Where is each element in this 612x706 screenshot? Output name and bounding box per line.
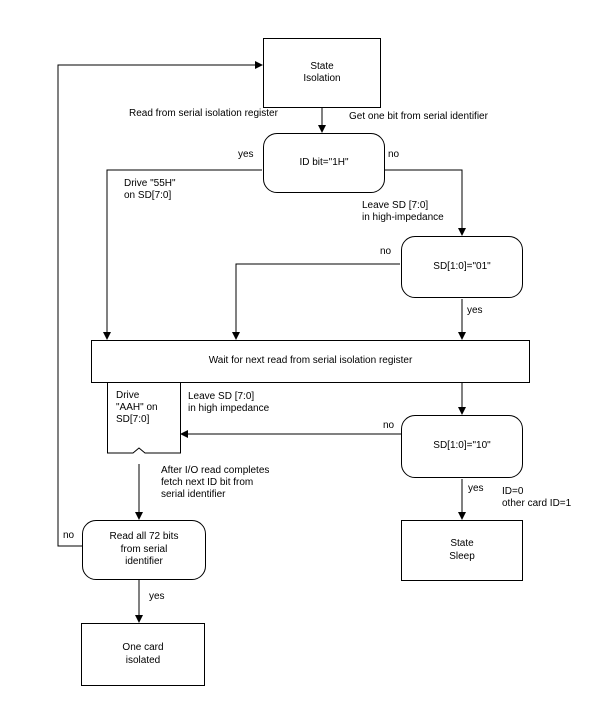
one-card-isolated-box: One card isolated xyxy=(81,623,205,686)
leave-sd-high-z-label: Leave SD [7:0] in high-impedance xyxy=(362,200,444,223)
sd-01-yes-label: yes xyxy=(467,305,483,316)
get-one-bit-label: Get one bit from serial identifier xyxy=(349,111,488,122)
read-serial-register-label: Read from serial isolation register xyxy=(129,108,278,119)
leave-sd-high-imp-label: Leave SD [7:0] in high impedance xyxy=(188,391,270,414)
id-bit-yes-label: yes xyxy=(238,149,254,160)
drive-aah-label: Drive "AAH" on SD[7:0] xyxy=(116,390,158,425)
sd-10-decision-box: SD[1:0]="10" xyxy=(401,415,523,478)
arrow-sd01-no xyxy=(232,263,400,340)
after-io-read-label: After I/O read completes fetch next ID b… xyxy=(161,465,270,500)
sd-01-decision-box: SD[1:0]="01" xyxy=(401,236,523,298)
id-values-label: ID=0 other card ID=1 xyxy=(502,486,572,509)
id-bit-no-label: no xyxy=(388,149,400,160)
read-72-no-label: no xyxy=(63,530,75,541)
sd-10-no-label: no xyxy=(383,420,395,431)
sd-01-no-label: no xyxy=(380,246,392,257)
arrow-idbit-yes xyxy=(103,169,262,340)
arrow-idbit-no xyxy=(385,169,466,236)
state-sleep-box: State Sleep xyxy=(401,520,523,581)
state-isolation-box: State Isolation xyxy=(263,38,381,108)
id-bit-decision-box: ID bit="1H" xyxy=(263,133,385,193)
sd-10-yes-label: yes xyxy=(468,483,484,494)
read-72-yes-label: yes xyxy=(149,591,165,602)
read-72-bits-box: Read all 72 bits from serial identifier xyxy=(82,520,206,580)
drive-aah-box xyxy=(107,383,181,454)
drive-55h-label: Drive "55H" on SD[7:0] xyxy=(124,178,176,201)
wait-read-box: Wait for next read from serial isolation… xyxy=(91,340,530,383)
arrow-read72-no-loop xyxy=(57,61,263,547)
